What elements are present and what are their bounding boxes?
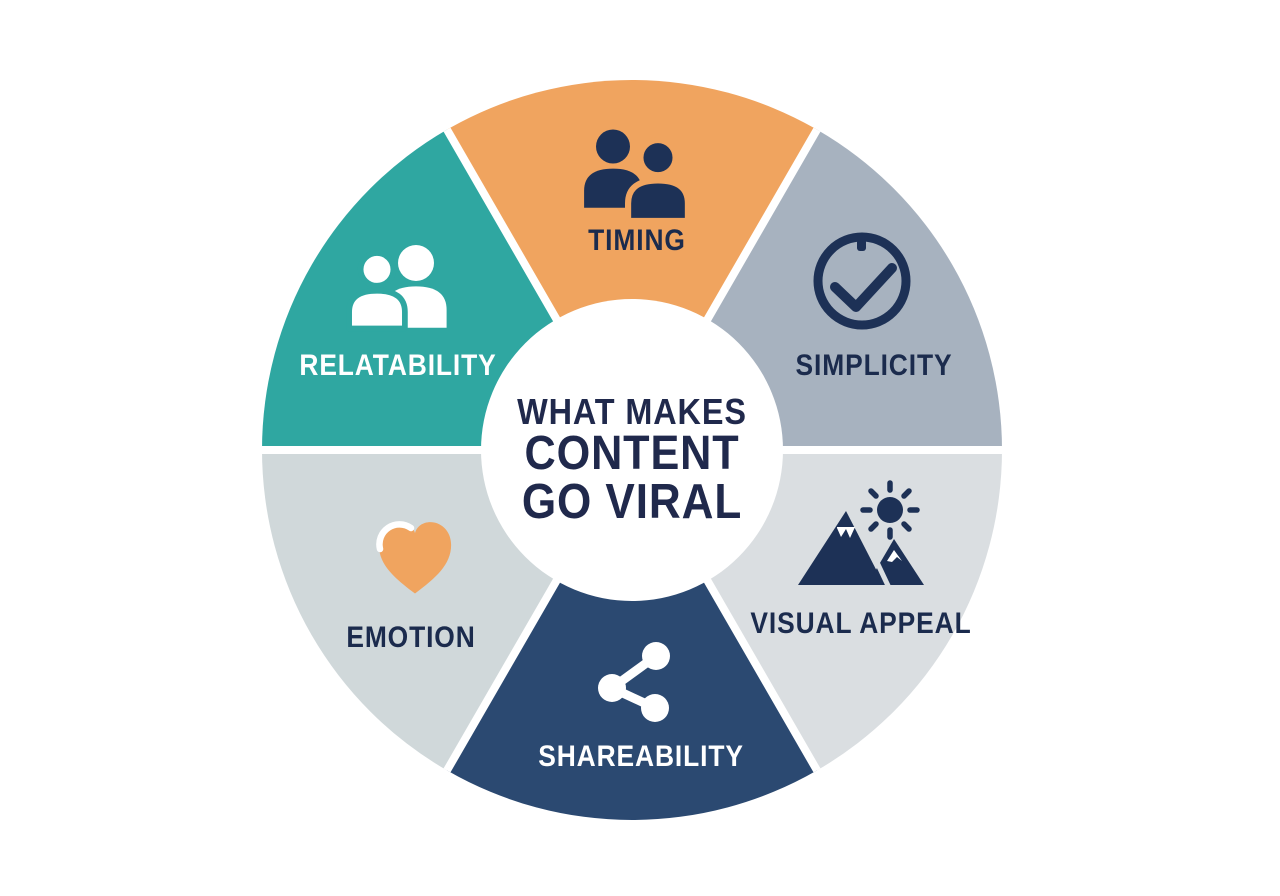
- mountains-sun-icon: [798, 480, 924, 594]
- people-icon: [346, 245, 447, 332]
- segment-shareability: [447, 450, 817, 820]
- segment-label-timing: TIMING: [588, 222, 686, 256]
- mountain-gap: [848, 505, 894, 594]
- center-title-line-2: CONTENT: [524, 426, 739, 480]
- segment-label-relatability: RELATABILITY: [299, 347, 496, 381]
- segment-timing: [447, 80, 817, 450]
- segment-label-visual-appeal: VISUAL APPEAL: [750, 605, 971, 639]
- heart-highlight: [376, 521, 415, 553]
- center-title: WHAT MAKES CONTENT GO VIRAL: [517, 392, 747, 529]
- heart-icon: [376, 521, 452, 594]
- center-title-line-3: GO VIRAL: [522, 474, 742, 529]
- center-title-line-1: WHAT MAKES: [517, 392, 747, 432]
- center-circle: [481, 299, 783, 601]
- snow-cap-big: [837, 527, 855, 538]
- snow-cap-small: [887, 550, 902, 562]
- segment-label-simplicity: SIMPLICITY: [796, 347, 953, 381]
- check-circle-icon: [813, 232, 911, 330]
- segment-label-shareability: SHAREABILITY: [538, 738, 744, 772]
- segment-label-emotion: EMOTION: [346, 619, 475, 653]
- big-mountain: [798, 511, 884, 585]
- people-icon: [584, 129, 691, 225]
- share-icon: [598, 642, 670, 722]
